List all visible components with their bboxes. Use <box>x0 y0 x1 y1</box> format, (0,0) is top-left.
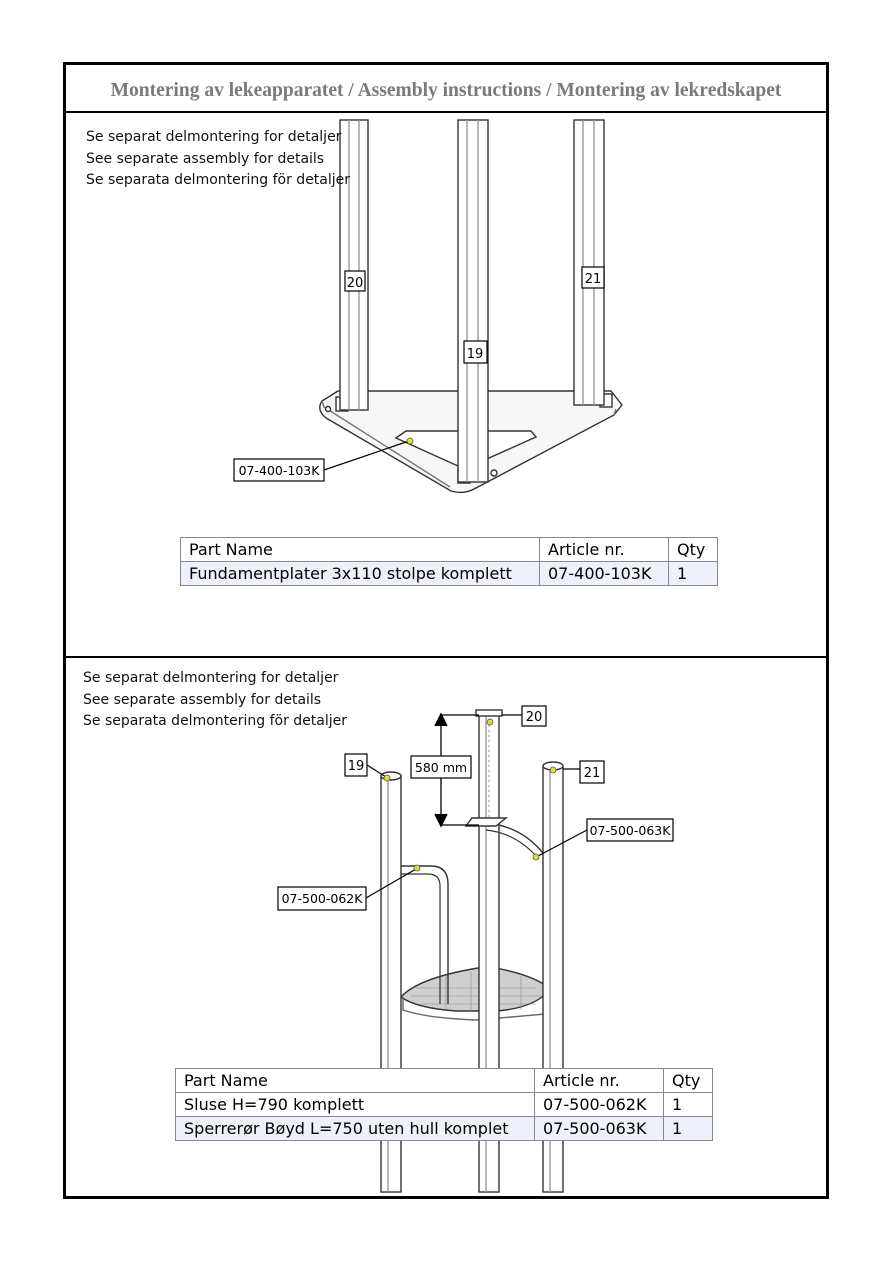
title-row: Montering av lekeapparatet / Assembly in… <box>66 65 826 113</box>
leader-dot <box>406 437 414 445</box>
page-title: Montering av lekeapparatet / Assembly in… <box>110 80 782 101</box>
qty-cell: 1 <box>663 1092 713 1117</box>
page-frame: Montering av lekeapparatet / Assembly in… <box>63 62 829 1199</box>
leader-dot <box>413 864 421 872</box>
table-row: Sperrerør Bøyd L=750 uten hull komplet 0… <box>175 1116 713 1141</box>
article-cell: 07-500-062K <box>534 1092 664 1117</box>
part-name-cell: Sluse H=790 komplett <box>175 1092 535 1117</box>
leader-dot <box>383 774 391 782</box>
table-row: Fundamentplater 3x110 stolpe komplett 07… <box>180 561 718 586</box>
article-cell: 07-500-063K <box>534 1116 664 1141</box>
qty-cell: 1 <box>663 1116 713 1141</box>
callout-post-21: 21 <box>585 272 602 287</box>
panel-rails: 580 mm 20 19 21 07-500-062K 07-500-063K … <box>66 658 826 1196</box>
callout-rail-left-article: 07-500-062K <box>282 891 364 906</box>
note-line: Se separata delmontering för detaljer <box>83 713 348 729</box>
note-line: See separate assembly for details <box>83 691 322 708</box>
callout-base-article: 07-400-103K <box>239 463 321 478</box>
callout-post-19: 19 <box>348 759 365 774</box>
note-line: Se separata delmontering för detaljer <box>86 172 351 188</box>
callout-rail-right-article: 07-500-063K <box>590 823 672 838</box>
column-header: Article nr. <box>534 1068 664 1093</box>
part-name-cell: Sperrerør Bøyd L=750 uten hull komplet <box>175 1116 535 1141</box>
panel-foundation: 20 21 19 07-400-103K Se separat delmonte… <box>66 113 826 658</box>
note-line: See separate assembly for details <box>86 150 325 167</box>
parts-table: Part Name Article nr. Qty Fundamentplate… <box>180 537 718 586</box>
assembly-notes: Se separat delmontering for detaljer See… <box>86 127 350 192</box>
dimension-label: 580 mm <box>415 760 467 775</box>
part-name-cell: Fundamentplater 3x110 stolpe komplett <box>180 561 540 586</box>
callout-post-20: 20 <box>526 710 543 725</box>
callout-post-21: 21 <box>584 766 601 781</box>
note-line: Se separat delmontering for detaljer <box>83 670 339 686</box>
table-header-row: Part Name Article nr. Qty <box>175 1068 713 1093</box>
column-header: Qty <box>668 537 718 562</box>
note-line: Se separat delmontering for detaljer <box>86 129 342 145</box>
callout-post-20: 20 <box>347 276 364 291</box>
assembly-notes: Se separat delmontering for detaljer See… <box>83 668 347 733</box>
table-header-row: Part Name Article nr. Qty <box>180 537 718 562</box>
leader-dot <box>549 766 557 774</box>
column-header: Part Name <box>180 537 540 562</box>
qty-cell: 1 <box>668 561 718 586</box>
callout-post-19: 19 <box>467 347 484 362</box>
leader-dot <box>532 853 540 861</box>
foundation-illustration: 20 21 19 07-400-103K <box>233 119 623 494</box>
article-cell: 07-400-103K <box>539 561 669 586</box>
parts-table: Part Name Article nr. Qty Sluse H=790 ko… <box>175 1068 713 1141</box>
column-header: Qty <box>663 1068 713 1093</box>
leader-dot <box>486 718 494 726</box>
column-header: Part Name <box>175 1068 535 1093</box>
table-row: Sluse H=790 komplett 07-500-062K 1 <box>175 1092 713 1117</box>
column-header: Article nr. <box>539 537 669 562</box>
